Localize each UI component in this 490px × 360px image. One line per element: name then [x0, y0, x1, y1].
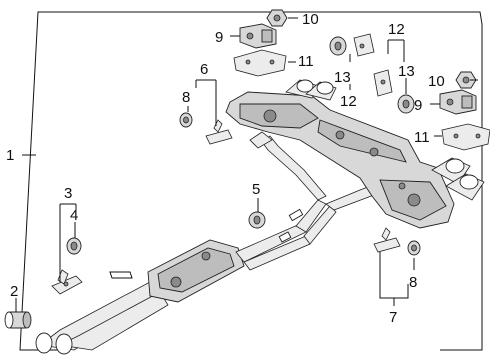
callout-5: 5: [252, 181, 260, 198]
callout-9-right: 9: [414, 97, 422, 114]
callout-6: 6: [200, 61, 208, 78]
insulator-4: [66, 237, 82, 255]
leader-lines: [15, 17, 478, 312]
callout-8-left: 8: [182, 89, 190, 106]
assembly-outline: [19, 11, 483, 351]
hanger-bracket-6: [205, 119, 233, 145]
callout-8-right: 8: [409, 274, 417, 291]
callout-1: 1: [6, 147, 14, 164]
heat-shield-right: [441, 123, 490, 151]
callout-3: 3: [64, 185, 72, 202]
callout-9-left: 9: [215, 29, 223, 46]
hanger-clip-13-left: [329, 36, 347, 56]
callout-11-right: 11: [414, 129, 430, 146]
rear-muffler-assembly: [225, 79, 485, 229]
hanger-bracket-7: [373, 227, 401, 253]
callout-12-top: 12: [388, 21, 405, 38]
front-hanger-bracket: [51, 269, 83, 295]
valve-actuator-left: [239, 23, 277, 49]
front-pipe-assembly: [35, 271, 169, 355]
callout-10-left: 10: [302, 11, 319, 28]
callout-10-right: 10: [428, 73, 445, 90]
callout-7: 7: [389, 309, 397, 326]
callout-2: 2: [10, 283, 18, 300]
pipe-clamp: [4, 311, 32, 329]
hanger-bracket-12-left: [353, 33, 375, 57]
callout-4: 4: [70, 207, 78, 224]
resonator-assembly: [147, 199, 337, 303]
callout-11-left: 11: [298, 53, 314, 70]
insulator-8-right: [407, 240, 421, 256]
callout-13-left: 13: [334, 69, 351, 86]
nut-left: [266, 9, 288, 27]
hanger-bracket-12-right: [373, 69, 393, 97]
insulator-8-left: [179, 112, 193, 128]
hanger-clip-13-right: [397, 94, 415, 114]
valve-actuator-right: [439, 89, 477, 115]
callout-13-right: 13: [398, 63, 415, 80]
nut-right: [455, 71, 477, 89]
heat-shield-left: [233, 49, 287, 77]
insulator-5: [248, 211, 266, 229]
callout-12-bottom: 12: [340, 93, 357, 110]
